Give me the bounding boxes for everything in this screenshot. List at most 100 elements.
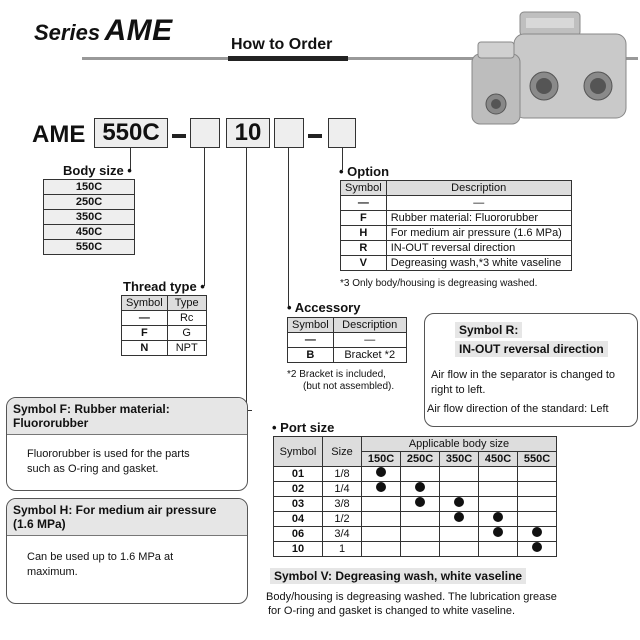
accessory-note-1: *2 Bracket is included, [287,369,386,380]
cell: Degreasing wash,*3 white vaseline [385,255,572,271]
applicable-cell [400,496,440,512]
port-size: 3/8 [322,496,362,512]
applicable-cell [478,496,518,512]
panel-r-line-1: Air flow in the separator is changed to [431,369,616,381]
applicable-cell [439,481,479,497]
th-type: Type [166,295,207,311]
th-size: Size [322,436,362,467]
panel-h-line-1: Can be used up to 1.6 MPa at [27,551,174,563]
panel-r-title-2: IN-OUT reversal direction [455,341,608,357]
cell: Rubber material: Fluororubber [385,210,572,226]
applicable-cell [439,541,479,557]
panel-r-line-3: Air flow direction of the standard: Left [427,403,609,415]
thread-type-label: Thread type • [123,279,205,294]
applicable-cell [478,511,518,527]
port-size: 1/4 [322,481,362,497]
panel-symbol-r: Symbol R: IN-OUT reversal direction Air … [424,313,638,427]
cell: H [340,225,387,241]
port-symbol: 04 [273,511,323,527]
applicable-cell [517,496,557,512]
option-note: *3 Only body/housing is degreasing washe… [340,278,538,289]
cell: — [340,195,387,211]
leader-body [130,148,131,170]
port-size: 3/4 [322,526,362,542]
panel-v-line-2: for O-ring and gasket is changed to whit… [268,605,516,617]
applicable-dot-icon [376,467,386,477]
body-size-item: 550C [43,239,135,255]
th-body-size: 250C [400,451,440,467]
th-symbol: Symbol [340,180,387,196]
port-size: 1/8 [322,466,362,482]
applicable-dot-icon [532,527,542,537]
product-image [471,11,627,125]
cell: G [166,325,207,341]
series-word: Series [34,20,101,45]
panel-v-line-1: Body/housing is degreasing washed. The l… [266,591,557,603]
code-port-size: 10 [226,118,270,148]
panel-v-text: Body/housing is degreasing washed. The l… [266,590,557,618]
applicable-cell [517,526,557,542]
applicable-cell [517,466,557,482]
code-dash-1 [172,134,186,138]
port-symbol: 01 [273,466,323,482]
cell: For medium air pressure (1.6 MPa) [385,225,572,241]
applicable-cell [478,541,518,557]
th-body-size: 150C [361,451,401,467]
th-applicable: Applicable body size [361,436,557,452]
panel-h-title-2: (1.6 MPa) [13,517,66,531]
cell: — [121,310,168,326]
applicable-dot-icon [493,527,503,537]
cell: — [385,195,572,211]
code-accessory-box [274,118,304,148]
cell: F [121,325,168,341]
leader-port [246,148,247,410]
applicable-cell [400,511,440,527]
series-name: AME [104,14,173,47]
body-size-item: 350C [43,209,135,225]
code-thread-box [190,118,220,148]
panel-v-title: Symbol V: Degreasing wash, white vaselin… [270,568,527,584]
port-size: 1 [322,541,362,557]
body-size-item: 250C [43,194,135,210]
cell: — [332,332,407,348]
leader-port-tip [246,410,252,411]
panel-symbol-f: Symbol F: Rubber material: Fluororubber … [6,397,248,491]
applicable-cell [439,526,479,542]
applicable-dot-icon [454,512,464,522]
panel-f-line-2: such as O-ring and gasket. [27,463,159,475]
th-description: Description [332,317,407,333]
panel-r-title-1: Symbol R: [455,322,523,338]
th-body-size: 550C [517,451,557,467]
port-symbol: 03 [273,496,323,512]
cell: Bracket *2 [332,347,407,363]
th-body-size: 350C [439,451,479,467]
body-size-item: 150C [43,179,135,195]
th-symbol: Symbol [287,317,334,333]
port-size-label: • Port size [272,420,335,435]
series-title: Series AME [34,14,173,48]
applicable-cell [400,481,440,497]
cell: NPT [166,340,207,356]
leader-thread [204,148,205,286]
applicable-cell [478,481,518,497]
body-size-table: 150C 250C 350C 450C 550C [43,179,135,255]
header-divider [82,57,638,60]
panel-f-line-1: Fluororubber is used for the parts [27,448,190,460]
th-body-size: 450C [478,451,518,467]
applicable-cell [361,466,401,482]
applicable-cell [400,541,440,557]
code-prefix: AME [32,121,86,148]
how-to-order-title: How to Order [231,36,333,53]
accessory-note-2: (but not assembled). [303,381,395,392]
option-label: • Option [339,164,390,179]
applicable-cell [400,526,440,542]
applicable-cell [517,481,557,497]
port-symbol: 06 [273,526,323,542]
applicable-cell [361,526,401,542]
